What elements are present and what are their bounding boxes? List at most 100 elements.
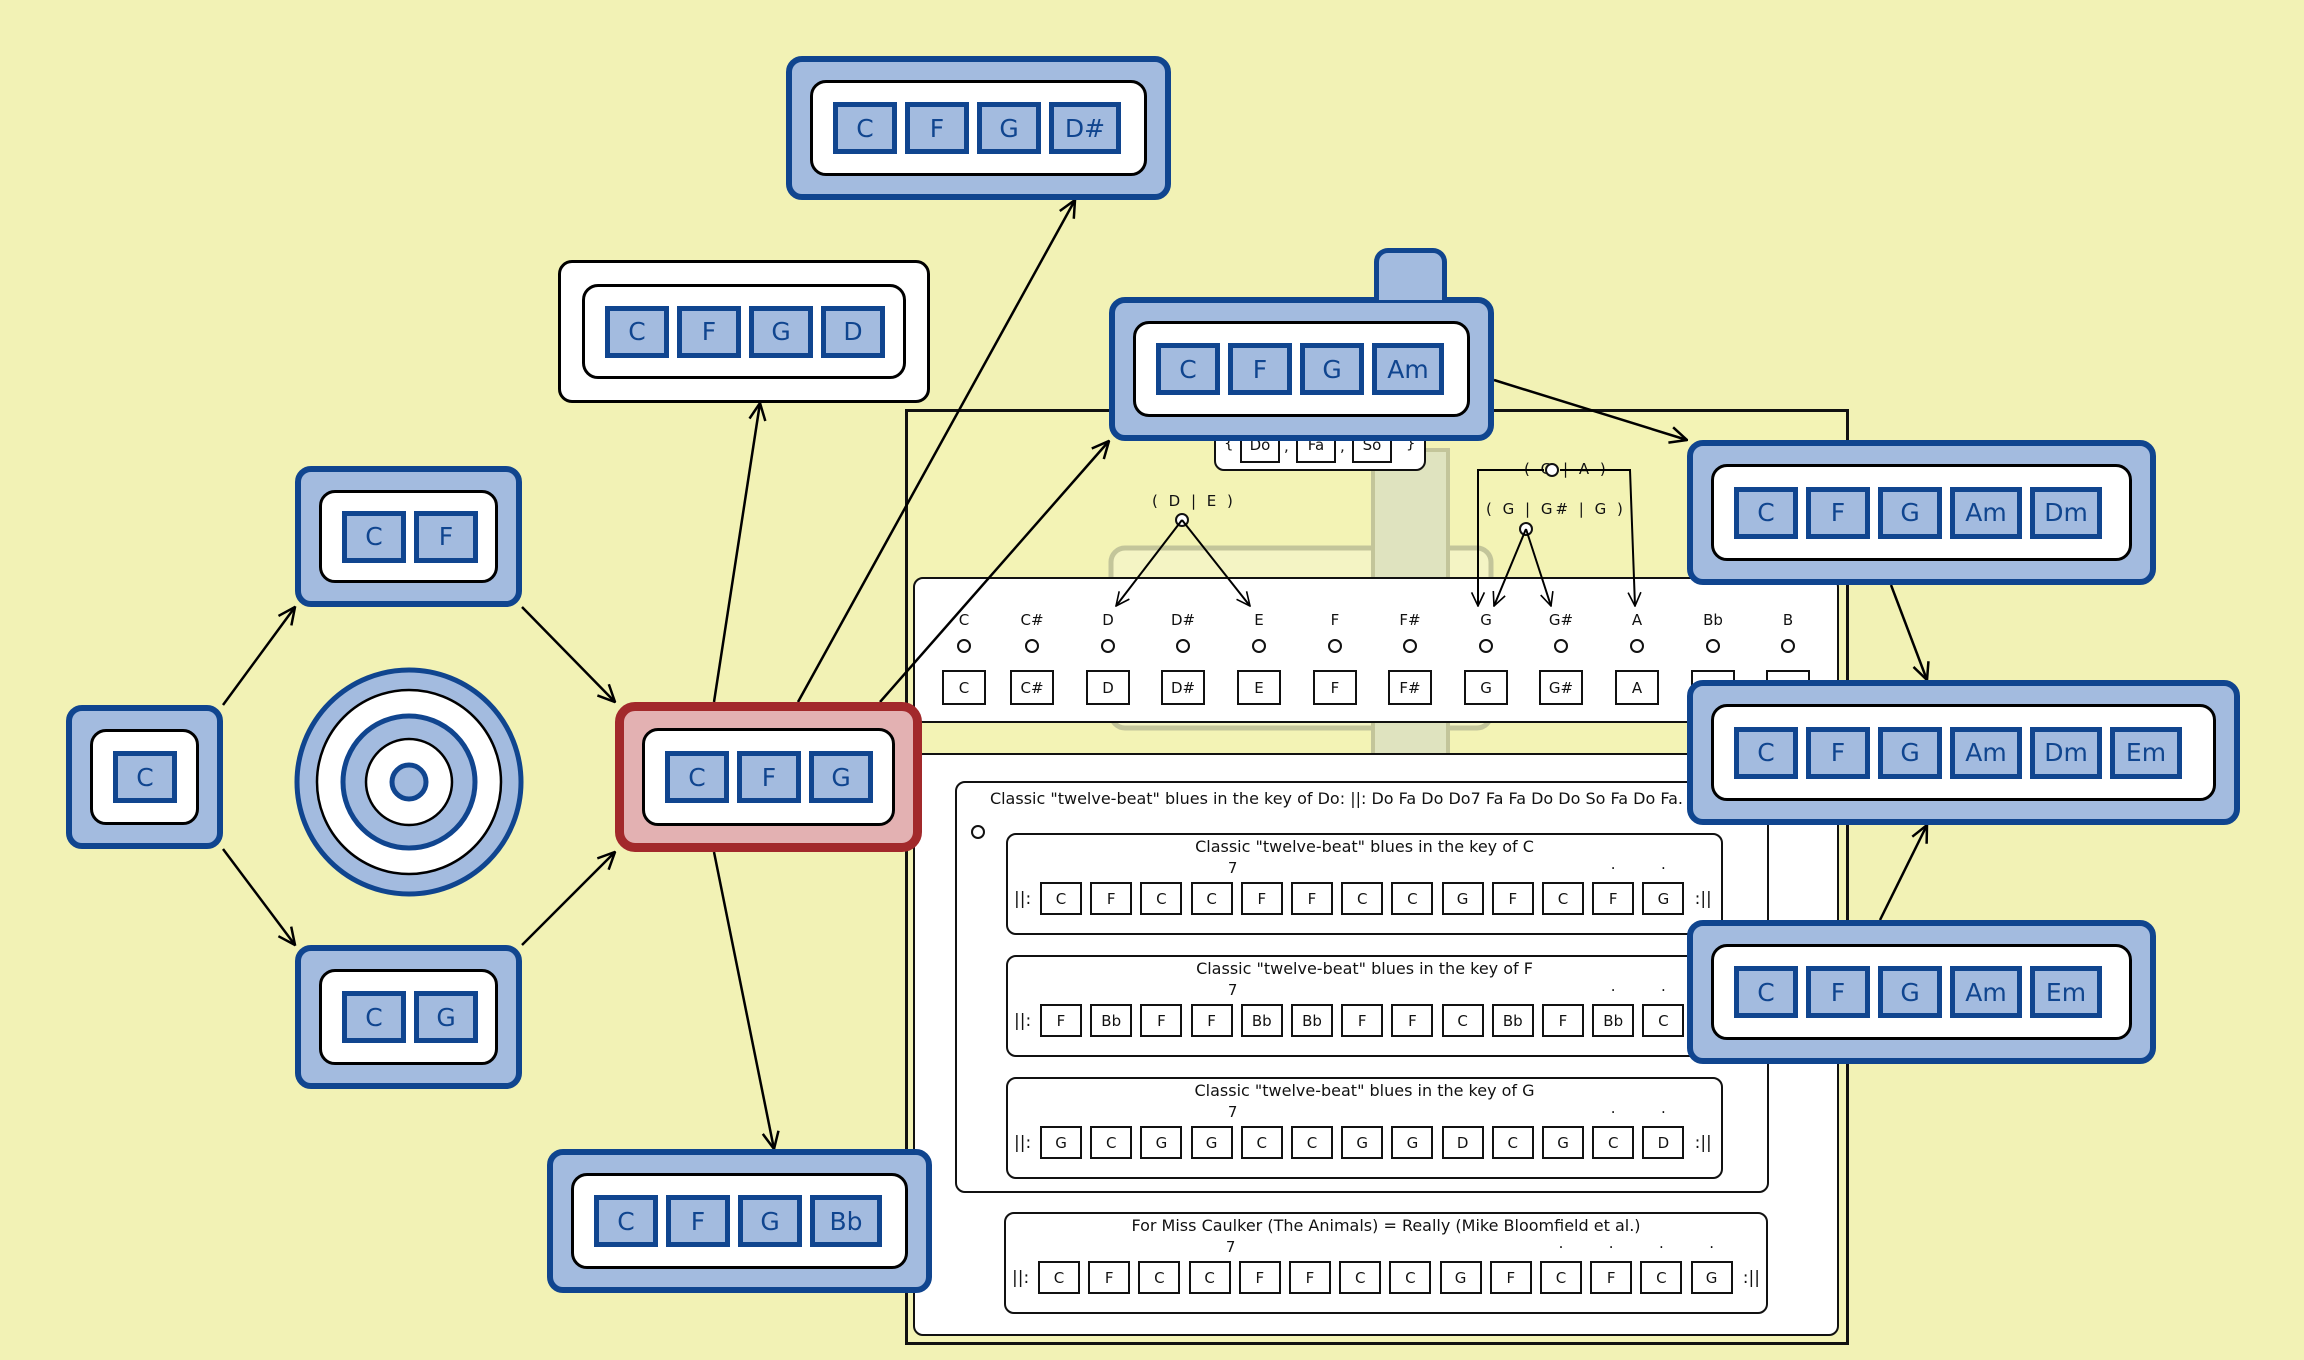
sequence-chord[interactable]: G [1690,1261,1733,1294]
chord-box[interactable]: Em [2030,966,2102,1018]
chord-box[interactable]: D [821,305,885,358]
sequence-chord[interactable]: C [1090,1126,1133,1159]
sequence-chord[interactable]: F [1391,1004,1434,1037]
sequence-chord[interactable]: G [1441,882,1484,915]
sequence-chord[interactable]: Bb [1240,1004,1283,1037]
condition-node-g-gs-g[interactable] [1519,522,1533,536]
sequence-chord[interactable]: C [1040,882,1082,915]
note-toggle[interactable] [1176,639,1190,653]
sequence-chord[interactable]: F [1489,1261,1532,1294]
chord-box[interactable]: Am [1950,726,2022,779]
chord-box[interactable]: Am [1950,966,2022,1018]
sequence-chord[interactable]: C [1341,882,1384,915]
sequence-chord[interactable]: C [1542,882,1584,915]
sequence-chord[interactable]: C [1138,1261,1181,1294]
note-toggle[interactable] [1403,639,1417,653]
sequence-chord[interactable]: C [1391,882,1434,915]
condition-node-g-a[interactable] [1545,463,1559,477]
chord-box[interactable]: G [1878,486,1942,539]
sequence-chord[interactable]: G [1140,1126,1183,1159]
chord-box[interactable]: Dm [2030,486,2102,539]
chord-box[interactable]: G [1878,966,1942,1018]
sequence-chord[interactable]: F [1090,882,1133,915]
chord-box[interactable]: C [605,305,669,358]
note-box[interactable]: G [1464,670,1508,705]
sequence-chord[interactable]: F [1289,1261,1331,1294]
chord-set-node-c[interactable]: C [66,705,223,849]
note-box[interactable]: D# [1161,670,1205,705]
chord-box[interactable]: Em [2110,726,2182,779]
note-box[interactable]: F [1313,670,1357,705]
sequence-chord[interactable]: F [1240,882,1283,915]
chord-box[interactable]: Am [1372,343,1444,395]
sequence-chord[interactable]: G [1190,1126,1233,1159]
note-toggle[interactable] [957,639,971,653]
sequence-chord[interactable]: Bb [1090,1004,1133,1037]
chord-box[interactable]: G [809,751,873,803]
chord-box[interactable]: Am [1950,486,2022,539]
chord-box[interactable]: G [1878,726,1942,779]
chord-box[interactable]: G [977,102,1041,154]
chord-sequence-card[interactable]: For Miss Caulker (The Animals) = Really … [1004,1212,1768,1314]
note-toggle[interactable] [1706,639,1720,653]
target-icon[interactable] [293,666,525,898]
chord-box[interactable]: D# [1049,102,1121,154]
chord-box[interactable]: Bb [810,1195,882,1247]
sequence-chord[interactable]: F [1040,1004,1082,1037]
note-toggle[interactable] [1630,639,1644,653]
note-box[interactable]: C# [1010,670,1054,705]
note-toggle[interactable] [1554,639,1568,653]
sequence-chord[interactable]: Bb [1291,1004,1333,1037]
sequence-chord[interactable]: F [1140,1004,1183,1037]
sequence-chord[interactable]: G [1341,1126,1384,1159]
sequence-chord[interactable]: G [1040,1126,1082,1159]
sequence-chord[interactable]: C [1240,1126,1283,1159]
sequence-chord[interactable]: F [1291,882,1333,915]
sequence-chord[interactable]: G [1642,882,1685,915]
sequence-chord[interactable]: C [1640,1261,1683,1294]
condition-node-d-e[interactable] [1175,513,1189,527]
node-tab-handle[interactable] [1374,248,1447,300]
chord-box[interactable]: G [1300,343,1364,395]
chord-sequence-card[interactable]: Classic "twelve-beat" blues in the key o… [1006,833,1723,935]
chord-box[interactable]: C [1734,486,1798,539]
sequence-chord[interactable]: D [1441,1126,1484,1159]
sequence-chord[interactable]: Bb [1491,1004,1534,1037]
chord-box[interactable]: F [666,1195,730,1247]
chord-box[interactable]: C [833,102,897,154]
sequence-chord[interactable]: C [1592,1126,1635,1159]
blues-group-toggle[interactable] [971,825,985,839]
note-toggle[interactable] [1781,639,1795,653]
sequence-chord[interactable]: G [1542,1126,1584,1159]
chord-box[interactable]: C [1734,726,1798,779]
chord-box[interactable]: Dm [2030,726,2102,779]
sequence-chord[interactable]: C [1642,1004,1685,1037]
note-toggle[interactable] [1252,639,1266,653]
chord-box[interactable]: F [1806,726,1870,779]
sequence-chord[interactable]: F [1341,1004,1384,1037]
sequence-chord[interactable]: F [1491,882,1534,915]
sequence-chord[interactable]: G [1439,1261,1482,1294]
chord-box[interactable]: C [665,751,729,803]
note-box[interactable]: F# [1388,670,1432,705]
chord-box[interactable]: G [414,991,478,1043]
sequence-chord[interactable]: C [1540,1261,1582,1294]
chord-box[interactable]: C [1734,966,1798,1018]
chord-box[interactable]: C [342,991,406,1043]
note-toggle[interactable] [1101,639,1115,653]
sequence-chord[interactable]: F [1190,1004,1233,1037]
note-box[interactable]: D [1086,670,1130,705]
chord-sequence-card[interactable]: Classic "twelve-beat" blues in the key o… [1006,1077,1723,1179]
sequence-chord[interactable]: C [1291,1126,1333,1159]
note-toggle[interactable] [1025,639,1039,653]
chord-box[interactable]: C [1156,343,1220,395]
note-box[interactable]: G# [1539,670,1583,705]
note-toggle[interactable] [1479,639,1493,653]
sequence-chord[interactable]: F [1542,1004,1584,1037]
